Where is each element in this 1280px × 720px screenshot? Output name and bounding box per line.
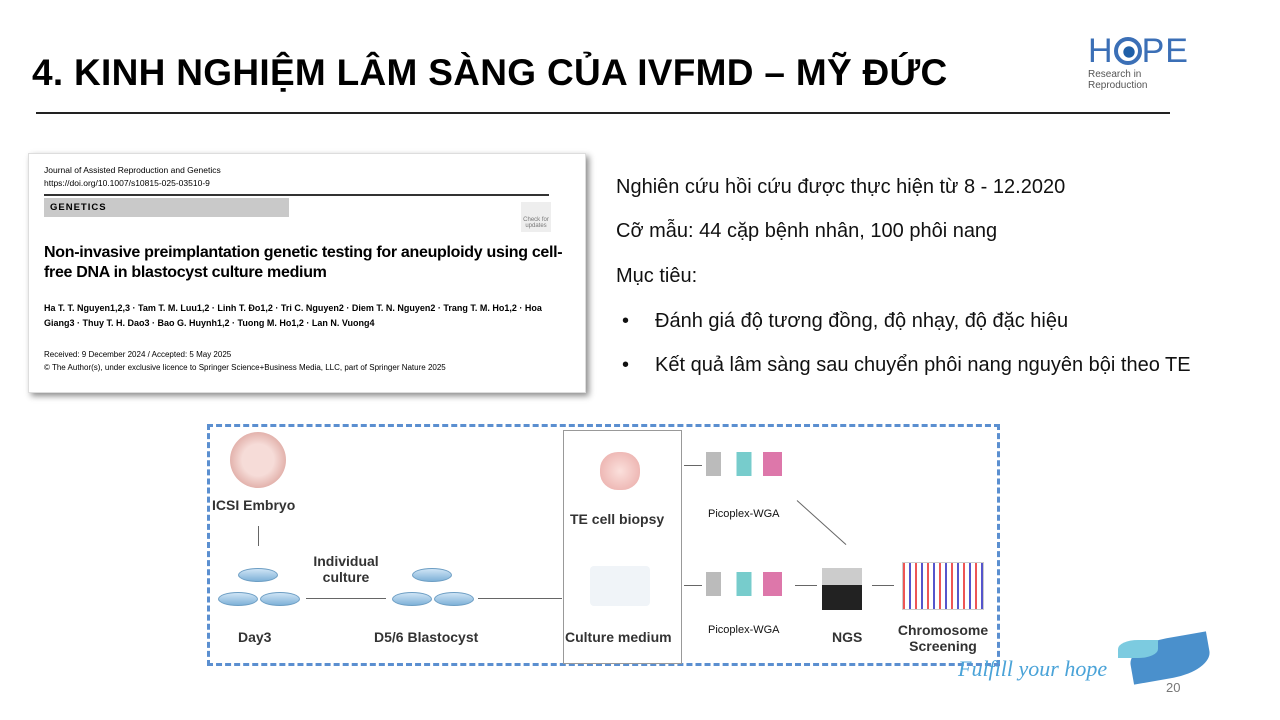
objective-heading: Mục tiêu:: [616, 265, 698, 287]
ngs-label: NGS: [832, 629, 863, 645]
sequencer-icon: [822, 568, 862, 610]
chromosome-plot-icon: [902, 562, 984, 610]
dish-icon: [218, 592, 258, 606]
day3-label: Day3: [238, 629, 272, 645]
sample-size: Cỡ mẫu: 44 cặp bệnh nhân, 100 phôi nang: [616, 220, 998, 242]
paper-authors: Ha T. T. Nguyen1,2,3 · Tam T. M. Luu1,2 …: [44, 303, 542, 328]
arrow-right: [478, 598, 562, 599]
study-period: Nghiên cứu hồi cứu được thực hiện từ 8 -…: [616, 176, 1066, 198]
dish-icon: [412, 568, 452, 582]
dish-icon: [434, 592, 474, 606]
objective-item: Kết quả lâm sàng sau chuyển phôi nang ng…: [655, 354, 1191, 376]
page-number: 20: [1166, 680, 1181, 695]
slide-title: 4. KINH NGHIỆM LÂM SÀNG CỦA IVFMD – MỸ Đ…: [32, 52, 948, 93]
arrow-right: [306, 598, 386, 599]
paper-header-image: Journal of Assisted Reproduction and Gen…: [28, 153, 586, 393]
paper-rule: [44, 194, 549, 196]
arrow-right: [795, 585, 817, 586]
wga-label-2: Picoplex-WGA: [708, 624, 780, 636]
arrow-down: [258, 526, 259, 546]
wga-amplification-icon: [706, 572, 782, 596]
journal-name: Journal of Assisted Reproduction and Gen…: [44, 165, 221, 175]
dish-icon: [260, 592, 300, 606]
section-label: GENETICS: [44, 198, 289, 217]
logo-text-left: H: [1088, 32, 1114, 70]
individual-culture-label: Individual culture: [313, 553, 379, 585]
paper-title: Non-invasive preimplantation genetic tes…: [44, 244, 563, 281]
hope-logo: H PE Research in Reproduction: [1088, 34, 1203, 91]
logo-text-right: PE: [1141, 32, 1189, 70]
embryo-icon: [230, 432, 286, 488]
cell-cluster-icon: [600, 452, 640, 490]
eye-icon: [1113, 37, 1142, 65]
title-divider: [36, 112, 1170, 114]
blastocyst-label: D5/6 Blastocyst: [374, 629, 479, 645]
arrow-right: [872, 585, 894, 586]
culture-medium-label: Culture medium: [565, 629, 672, 645]
bullet-icon: •: [622, 310, 630, 332]
icsi-label: ICSI Embryo: [212, 497, 296, 513]
chromosome-screening-label: Chromosome Screening: [897, 622, 989, 654]
bullet-icon: •: [622, 354, 630, 376]
objective-item: Đánh giá độ tương đồng, độ nhạy, độ đặc …: [655, 310, 1069, 332]
logo-subtitle: Research in Reproduction: [1088, 69, 1148, 91]
leaf-small-icon: [1118, 640, 1158, 658]
paper-copyright: © The Author(s), under exclusive licence…: [44, 363, 446, 372]
culture-medium-icon: [590, 566, 650, 606]
dish-icon: [392, 592, 432, 606]
wga-amplification-icon: [706, 452, 782, 476]
dish-icon: [238, 568, 278, 582]
wga-label-1: Picoplex-WGA: [708, 508, 780, 520]
arrow-right: [684, 465, 702, 466]
check-updates-badge: Check for updates: [521, 202, 551, 232]
tagline: Fulfill your hope: [958, 656, 1108, 681]
paper-dates: Received: 9 December 2024 / Accepted: 5 …: [44, 350, 232, 359]
arrow-right: [684, 585, 702, 586]
te-biopsy-label: TE cell biopsy: [570, 511, 665, 527]
doi: https://doi.org/10.1007/s10815-025-03510…: [44, 178, 210, 188]
workflow-diagram: [207, 424, 1000, 666]
sample-box: [563, 430, 682, 664]
